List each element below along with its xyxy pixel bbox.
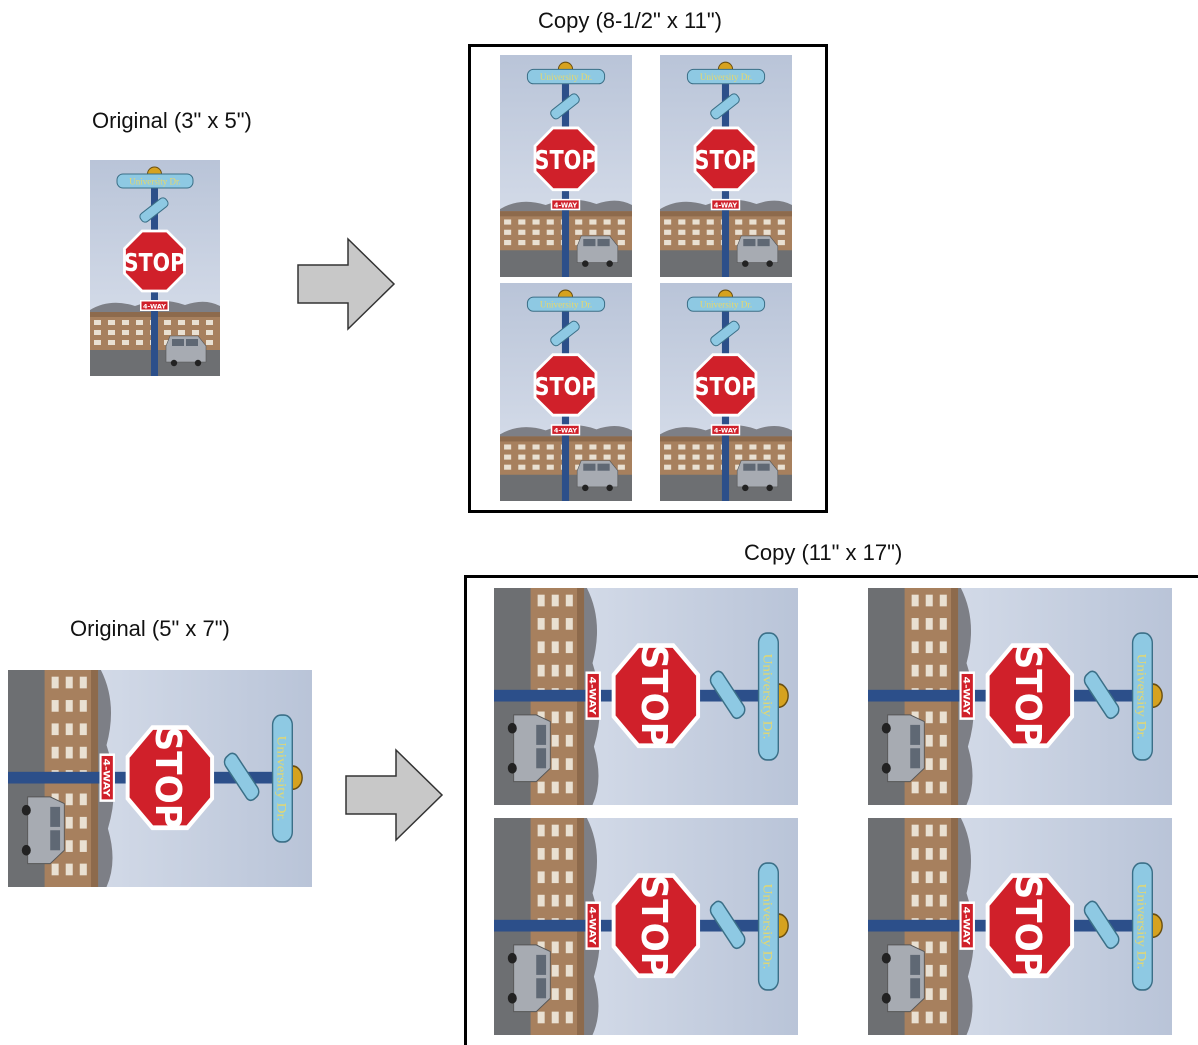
top-original-photo: University Dr. STOP 4-WAY xyxy=(90,160,220,376)
svg-text:University Dr.: University Dr. xyxy=(129,177,181,187)
bottom-copy-photo-3: University Dr. STOP 4-WAY xyxy=(494,818,798,1035)
svg-text:STOP: STOP xyxy=(1007,645,1048,747)
svg-text:University Dr.: University Dr. xyxy=(700,300,752,310)
bottom-copy-page: University Dr. STOP 4-WAY University Dr. ST… xyxy=(464,575,1198,1045)
svg-text:University Dr.: University Dr. xyxy=(540,72,592,82)
bottom-original-label: Original (5" x 7") xyxy=(70,616,230,641)
bottom-copy-label: Copy (11" x 17") xyxy=(744,540,903,565)
bottom-arrow-icon xyxy=(344,748,444,842)
stop-sign-photo: University Dr. STOP 4-WAY xyxy=(8,670,312,887)
svg-text:4-WAY: 4-WAY xyxy=(101,759,111,798)
svg-text:4-WAY: 4-WAY xyxy=(587,907,597,946)
top-arrow-icon xyxy=(296,237,396,331)
svg-text:STOP: STOP xyxy=(1007,875,1048,977)
stop-sign-photo: University Dr. STOP 4-WAY xyxy=(494,588,798,805)
svg-text:University Dr.: University Dr. xyxy=(760,884,774,970)
svg-text:4-WAY: 4-WAY xyxy=(961,907,971,946)
stop-sign-photo: University Dr. STOP 4-WAY xyxy=(660,55,792,277)
svg-text:STOP: STOP xyxy=(534,373,596,401)
svg-text:4-WAY: 4-WAY xyxy=(554,427,578,435)
top-copy-photo-3: University Dr. STOP 4-WAY xyxy=(500,283,632,501)
svg-text:STOP: STOP xyxy=(694,373,756,401)
svg-text:University Dr.: University Dr. xyxy=(1134,654,1148,740)
svg-text:4-WAY: 4-WAY xyxy=(143,302,166,310)
svg-text:STOP: STOP xyxy=(633,645,674,747)
bottom-original-photo: University Dr. STOP 4-WAY xyxy=(8,670,312,887)
svg-text:STOP: STOP xyxy=(633,875,674,977)
top-copy-photo-1: University Dr. STOP 4-WAY xyxy=(500,55,632,277)
svg-text:University Dr.: University Dr. xyxy=(1134,884,1148,970)
svg-text:University Dr.: University Dr. xyxy=(700,72,752,82)
svg-text:4-WAY: 4-WAY xyxy=(714,201,737,209)
top-copy-label: Copy (8-1/2" x 11") xyxy=(538,8,722,33)
bottom-copy-photo-4: University Dr. STOP 4-WAY xyxy=(868,818,1172,1035)
stop-sign-photo: University Dr. STOP 4-WAY xyxy=(868,588,1172,805)
stop-sign-photo: University Dr. STOP 4-WAY xyxy=(494,818,798,1035)
svg-text:STOP: STOP xyxy=(694,145,756,176)
bottom-copy-photo-1: University Dr. STOP 4-WAY xyxy=(494,588,798,805)
stop-sign-photo: University Dr. STOP 4-WAY xyxy=(90,160,220,376)
right-arrow-icon xyxy=(297,237,396,331)
svg-text:University Dr.: University Dr. xyxy=(540,300,592,310)
stop-sign-photo: University Dr. STOP 4-WAY xyxy=(500,55,632,277)
svg-text:STOP: STOP xyxy=(534,145,596,176)
stop-sign-photo: University Dr. STOP 4-WAY xyxy=(868,818,1172,1035)
svg-text:STOP: STOP xyxy=(124,249,185,277)
svg-text:4-WAY: 4-WAY xyxy=(587,677,597,716)
svg-text:STOP: STOP xyxy=(147,727,188,829)
svg-text:4-WAY: 4-WAY xyxy=(714,427,738,435)
svg-text:University Dr.: University Dr. xyxy=(274,736,288,822)
svg-text:4-WAY: 4-WAY xyxy=(961,677,971,716)
stop-sign-photo: University Dr. STOP 4-WAY xyxy=(660,283,792,501)
top-copy-photo-2: University Dr. STOP 4-WAY xyxy=(660,55,792,277)
svg-text:4-WAY: 4-WAY xyxy=(554,201,577,209)
right-arrow-icon xyxy=(345,748,444,842)
bottom-copy-photo-2: University Dr. STOP 4-WAY xyxy=(868,588,1172,805)
top-copy-photo-4: University Dr. STOP 4-WAY xyxy=(660,283,792,501)
top-copy-page: University Dr. STOP 4-WAY University Dr. ST… xyxy=(468,44,828,513)
top-original-label: Original (3" x 5") xyxy=(92,108,252,133)
svg-text:University Dr.: University Dr. xyxy=(760,654,774,740)
stop-sign-photo: University Dr. STOP 4-WAY xyxy=(500,283,632,501)
